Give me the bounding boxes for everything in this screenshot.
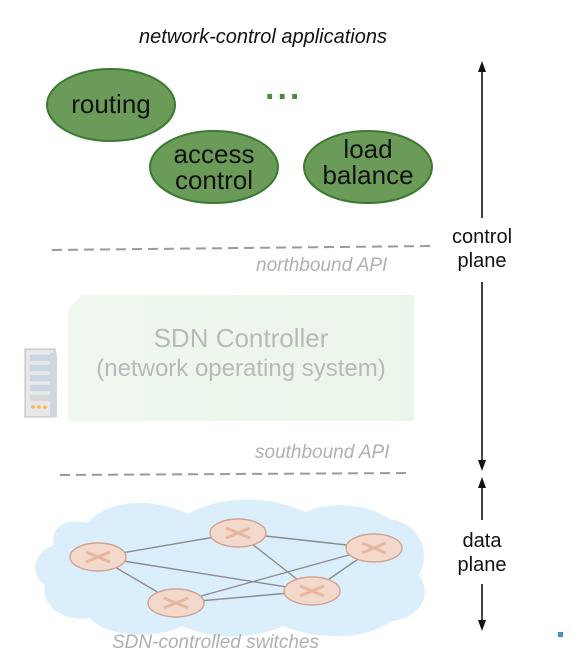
data-plane-line-2: plane	[457, 554, 507, 576]
control-plane-line-2: plane	[457, 250, 507, 272]
southbound-api-line	[59, 472, 411, 476]
balance-text: balance	[322, 160, 414, 190]
load-balance-label: load balance	[314, 136, 422, 188]
southbound-api-label: southbound API	[255, 442, 390, 463]
router-switch-icon	[147, 588, 205, 618]
router-switch-icon	[345, 533, 403, 563]
routing-label: routing	[66, 91, 156, 117]
router-switch-icon	[69, 542, 127, 572]
data-plane-line-1: data	[462, 530, 502, 552]
network-control-applications-title: network-control applications	[139, 26, 387, 48]
sdn-controlled-switches-label: SDN-controlled switches	[112, 632, 319, 653]
control-plane-arrow-bottom	[478, 460, 486, 471]
data-plane-label: data plane	[442, 529, 522, 577]
routing-text: routing	[71, 89, 151, 119]
router-switch-icon	[283, 576, 341, 606]
router-switch-icon	[209, 518, 267, 548]
control-text: control	[174, 165, 254, 195]
control-plane-line-1: control	[451, 226, 513, 248]
access-control-label: access control	[163, 141, 265, 193]
sdn-controller-box	[68, 295, 414, 421]
control-plane-label: control plane	[442, 225, 522, 273]
northbound-api-line	[51, 245, 433, 251]
sdn-controller-subtitle: (network operating system)	[96, 355, 386, 382]
access-text: access	[173, 139, 255, 169]
control-plane-arrow-top	[478, 61, 486, 72]
applications-ellipsis: ...	[265, 69, 303, 107]
slide-marker	[558, 632, 563, 637]
access-control-app-shape	[149, 130, 279, 204]
load-balance-app-shape	[303, 130, 433, 204]
server-icon	[24, 348, 57, 418]
load-text: load	[343, 134, 393, 164]
data-plane-arrow-bottom	[478, 620, 486, 631]
data-plane-arrow-top	[478, 477, 486, 488]
northbound-api-label: northbound API	[256, 255, 388, 276]
sdn-controller-title: SDN Controller	[153, 323, 329, 353]
routing-app-shape	[46, 68, 176, 142]
